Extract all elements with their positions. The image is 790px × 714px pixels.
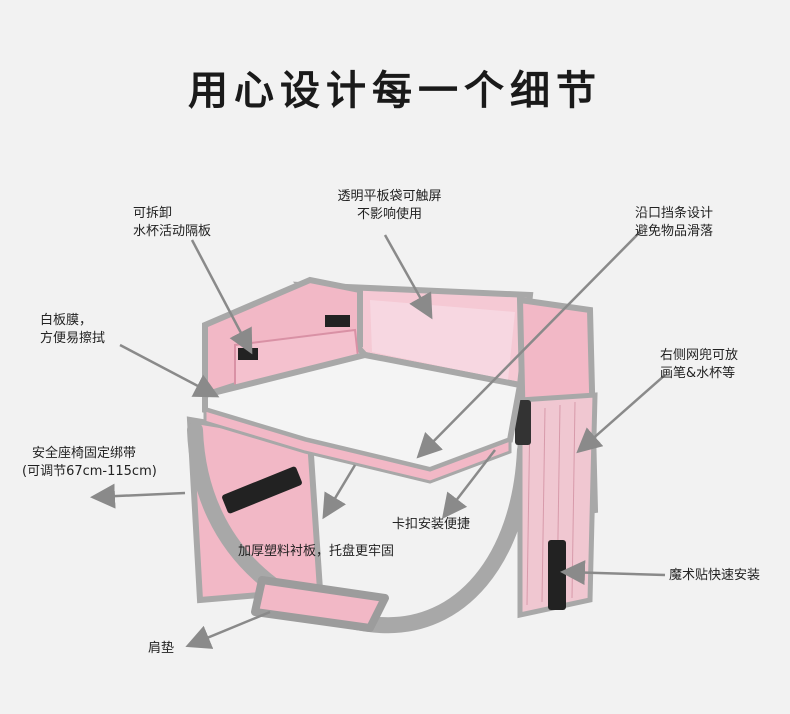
label-strap-line2: (可调节67cm-115cm) <box>22 464 157 479</box>
label-tablet-bag-line1: 透明平板袋可触屏 <box>337 189 442 204</box>
label-side-mesh: 右侧网兜可放 画笔&水杯等 <box>660 347 738 383</box>
arrow-velcro <box>560 560 666 586</box>
label-velcro-line1: 魔术贴快速安装 <box>669 568 761 583</box>
divider-velcro-b <box>325 315 350 327</box>
left-velcro-strip <box>222 466 302 514</box>
label-divider: 可拆卸 水杯活动隔板 <box>133 205 211 241</box>
shoulder-pad <box>251 576 389 632</box>
arrow-buckle <box>441 449 496 519</box>
arrow-tablet <box>383 234 433 320</box>
label-tablet-bag-line2: 不影响使用 <box>356 207 422 222</box>
arrow-strap <box>90 483 186 509</box>
label-board-line1: 加厚塑料衬板，托盘更牢固 <box>238 544 395 559</box>
label-whiteboard: 白板膜， 方便易擦拭 <box>40 312 105 348</box>
buckle <box>515 400 531 445</box>
label-whiteboard-line2: 方便易擦拭 <box>40 331 106 346</box>
label-board: 加厚塑料衬板，托盘更牢固 <box>238 543 394 561</box>
arrow-mesh <box>576 374 666 454</box>
label-divider-line1: 可拆卸 <box>133 206 173 221</box>
arrow-board <box>322 464 357 520</box>
label-buckle: 卡扣安装便捷 <box>392 516 470 534</box>
strap <box>187 422 533 634</box>
arrow-edge <box>416 231 641 459</box>
label-edge-strip-line2: 避免物品滑落 <box>635 224 714 239</box>
divider-velcro-a <box>238 348 258 360</box>
label-buckle-line1: 卡扣安装便捷 <box>392 517 471 532</box>
label-shoulder-pad-line1: 肩垫 <box>148 641 175 656</box>
label-edge-strip-line1: 沿口挡条设计 <box>635 206 714 221</box>
label-tablet-bag: 透明平板袋可触屏 不影响使用 <box>317 188 462 224</box>
label-side-mesh-line2: 画笔&水杯等 <box>660 366 736 381</box>
page-title: 用心设计每一个细节 <box>188 68 602 114</box>
label-strap-line1: 安全座椅固定绑带 <box>32 446 137 461</box>
label-side-mesh-line1: 右侧网兜可放 <box>660 348 739 363</box>
right-velcro-strip <box>548 540 566 610</box>
label-strap: 安全座椅固定绑带 (可调节67cm-115cm) <box>22 445 157 481</box>
label-edge-strip: 沿口挡条设计 避免物品滑落 <box>635 205 713 241</box>
arrow-divider <box>190 239 253 355</box>
arrow-whiteboard <box>119 343 220 398</box>
right-mesh-pocket <box>517 392 598 619</box>
label-whiteboard-line1: 白板膜， <box>40 313 93 328</box>
arrow-shoulder <box>185 610 271 649</box>
label-velcro: 魔术贴快速安装 <box>669 567 760 585</box>
label-divider-line2: 水杯活动隔板 <box>133 224 212 239</box>
label-shoulder-pad: 肩垫 <box>148 640 174 658</box>
